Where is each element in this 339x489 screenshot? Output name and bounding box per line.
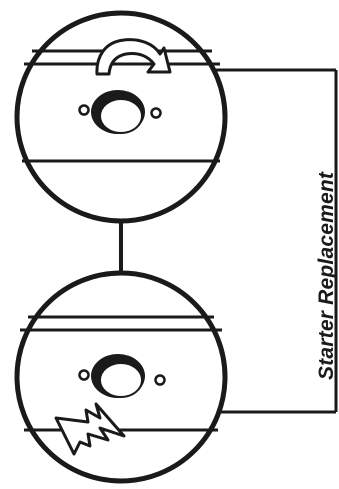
- step-2-pin-right: [156, 376, 165, 385]
- step-2-circle-group: [17, 273, 225, 481]
- step-2-pin-left: [80, 371, 89, 380]
- step-1-pin-left: [80, 106, 89, 115]
- step-2-starter-face: [100, 363, 142, 397]
- step-1-pin-right: [152, 109, 161, 118]
- step-1-circle-group: [17, 13, 225, 221]
- diagram-title: Starter Replacement: [315, 172, 339, 380]
- step-1-starter-face: [100, 99, 142, 133]
